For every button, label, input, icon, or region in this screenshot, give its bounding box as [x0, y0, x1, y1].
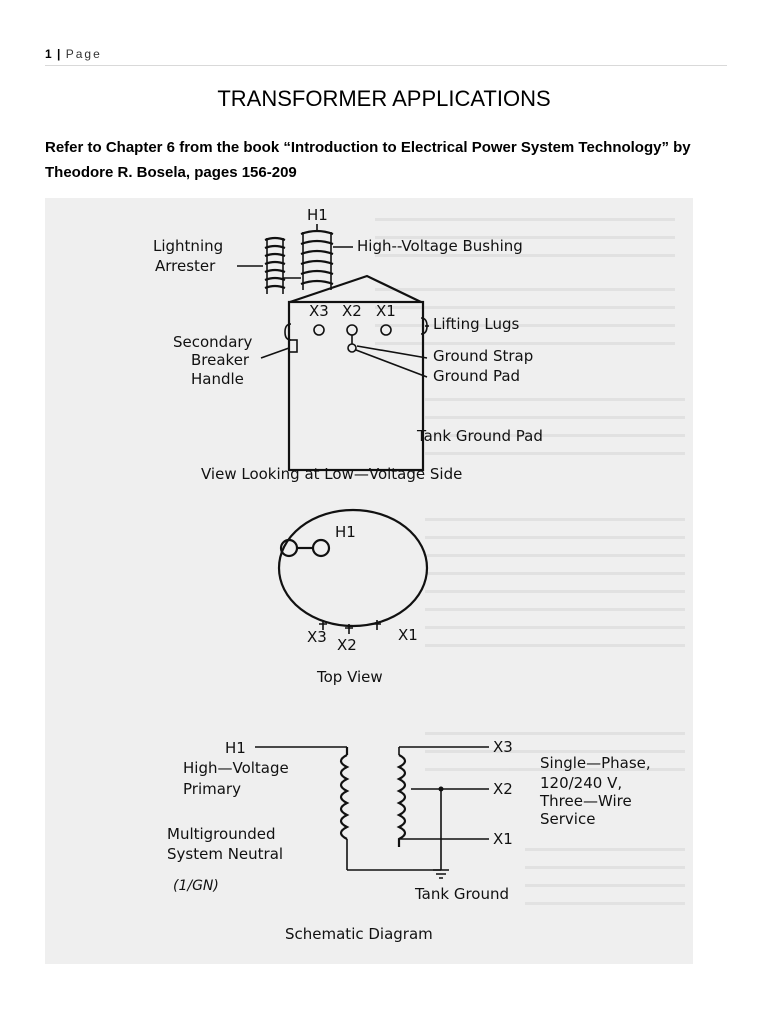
top-h1-bushing: [279, 538, 331, 558]
hv-primary-label-1: High—Voltage: [183, 759, 289, 777]
scanned-figure: H1 Lightning Arrester High--Voltage Bush…: [45, 198, 693, 964]
side-x2-label: X2: [342, 302, 362, 320]
secondary-coil: [396, 754, 407, 847]
service-label-4: Service: [540, 810, 595, 828]
primary-coil: [339, 747, 350, 840]
top-view-caption: Top View: [316, 668, 383, 686]
side-h1-label: H1: [307, 206, 328, 224]
schem-x3-label: X3: [493, 738, 513, 756]
page-header: 1 | Page: [45, 47, 102, 61]
lightning-arrester-drawing: [264, 236, 301, 294]
top-low-voltage-bushings: [319, 620, 381, 634]
ground-strap-label: Ground Strap: [433, 347, 533, 365]
strap-pad-leaders: [355, 345, 428, 378]
ground-pad-label: Ground Pad: [433, 367, 520, 385]
breaker-label: Breaker: [191, 351, 250, 369]
top-view-tank: [277, 508, 429, 628]
tank-body: [287, 300, 425, 472]
handwritten-note: (1/GN): [173, 878, 219, 894]
schem-x2-label: X2: [493, 780, 513, 798]
side-view-caption: View Looking at Low—Voltage Side: [201, 465, 462, 483]
x1-bushing: [380, 324, 392, 336]
service-label-1: Single—Phase,: [540, 754, 651, 772]
schem-x1-label: X1: [493, 830, 513, 848]
reference-line-1: Refer to Chapter 6 from the book “Introd…: [45, 139, 691, 156]
header-divider: [45, 65, 727, 66]
neutral-label-2: System Neutral: [167, 845, 283, 863]
left-lug: [284, 323, 292, 341]
side-x3-label: X3: [309, 302, 329, 320]
breaker-leader: [260, 347, 290, 359]
top-h1-label: H1: [335, 523, 356, 541]
schem-h1-label: H1: [225, 739, 246, 757]
service-label-3: Three—Wire: [539, 792, 632, 810]
top-view: H1 X3 X2 X1 Top View: [277, 508, 429, 686]
tank-ground-label: Tank Ground: [414, 885, 509, 903]
tank-ground-pad-label: Tank Ground Pad: [416, 427, 543, 445]
lifting-lugs-label: Lifting Lugs: [433, 315, 520, 333]
breaker-handle-drawing: [288, 339, 298, 353]
side-view: H1 Lightning Arrester High--Voltage Bush…: [153, 206, 543, 483]
tank-ground-symbol: [433, 869, 449, 879]
page-word: Page: [65, 47, 102, 61]
hv-bushing-drawing: [300, 224, 334, 290]
top-x2-label: X2: [337, 636, 357, 654]
top-x1-label: X1: [398, 626, 418, 644]
reference-line-2: Theodore R. Bosela, pages 156-209: [45, 164, 297, 181]
neutral-label-1: Multigrounded: [167, 825, 276, 843]
reference-paragraph: Refer to Chapter 6 from the book “Introd…: [45, 135, 725, 185]
hv-bushing-label: High--Voltage Bushing: [357, 237, 523, 255]
side-x1-label: X1: [376, 302, 396, 320]
top-x3-label: X3: [307, 628, 327, 646]
secondary-label: Secondary: [173, 333, 253, 351]
x3-bushing: [313, 324, 325, 336]
tank-lid: [289, 274, 422, 304]
hv-primary-label-2: Primary: [183, 780, 241, 798]
transformer-diagram: H1 Lightning Arrester High--Voltage Bush…: [153, 206, 685, 943]
lightning-label-2: Arrester: [155, 257, 216, 275]
service-label-2: 120/240 V,: [540, 774, 622, 792]
page-separator: |: [57, 47, 61, 61]
schematic: H1 X3 X2 X1 High—Voltage Primary Single—…: [167, 738, 651, 943]
page-number: 1: [45, 47, 52, 61]
document-title: TRANSFORMER APPLICATIONS: [217, 86, 551, 111]
lightning-label-1: Lightning: [153, 237, 223, 255]
scan-bleed-through: [375, 218, 685, 905]
x2-bushing: [346, 324, 358, 336]
schematic-caption: Schematic Diagram: [285, 925, 433, 943]
handle-label: Handle: [191, 370, 244, 388]
ground-pad-drawing: [347, 343, 357, 353]
